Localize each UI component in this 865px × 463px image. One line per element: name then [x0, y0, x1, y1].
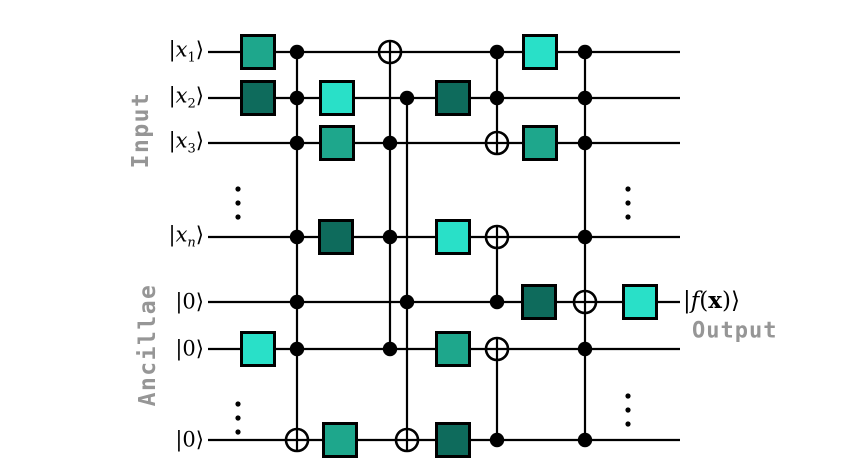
control-dot-icon	[577, 341, 593, 357]
gate-box-x3-337	[319, 125, 355, 161]
ellipsis-dot	[625, 421, 631, 427]
gate-box-a0-539	[521, 284, 557, 320]
qubit-label-x1: |x1⟩	[168, 37, 204, 66]
control-dot-icon	[489, 432, 505, 448]
control-dot-icon	[577, 135, 593, 151]
gate-box-xn-453	[435, 219, 471, 255]
gate-box-x1-540	[522, 34, 558, 70]
ellipsis-dot	[235, 415, 241, 421]
gate-box-a2-453	[435, 422, 471, 458]
control-dot-icon	[577, 229, 593, 245]
ellipsis-dot	[625, 393, 631, 399]
gate-box-xn-336	[318, 219, 354, 255]
control-dot-icon	[489, 294, 505, 310]
open-paren: (	[699, 287, 709, 314]
control-dot-icon	[289, 229, 305, 245]
function-arg: x	[708, 286, 722, 314]
gate-box-a1-453	[435, 331, 471, 367]
close-paren: )	[721, 287, 731, 314]
gate-box-x2-453	[435, 80, 471, 116]
control-dot-icon	[489, 44, 505, 60]
control-dot-icon	[289, 135, 305, 151]
qubit-label-a2: |0⟩	[175, 427, 204, 452]
control-dot-icon	[577, 44, 593, 60]
ellipsis-dot	[625, 407, 631, 413]
control-dot-icon	[382, 229, 398, 245]
output-state-label: |f(x)⟩	[683, 287, 740, 314]
gate-box-x3-540	[522, 125, 558, 161]
ellipsis-dot	[235, 429, 241, 435]
ellipsis-dot	[625, 186, 631, 192]
output-group-label: Output	[692, 318, 778, 344]
gate-box-x1-258	[240, 34, 276, 70]
control-dot-icon	[289, 90, 305, 106]
ellipsis-dot	[235, 214, 241, 220]
control-dot-icon	[289, 44, 305, 60]
control-dot-icon	[577, 90, 593, 106]
control-dot-icon	[577, 432, 593, 448]
qubit-label-xn: |xn⟩	[168, 222, 204, 251]
control-dot-icon	[382, 341, 398, 357]
ellipsis-dot	[235, 200, 241, 206]
gate-box-a1-258	[240, 331, 276, 367]
ellipsis-dot	[235, 186, 241, 192]
qubit-label-a0: |0⟩	[175, 289, 204, 314]
ellipsis-dot	[625, 214, 631, 220]
control-dot-icon	[489, 90, 505, 106]
control-dot-icon	[382, 135, 398, 151]
control-dot-icon	[399, 294, 415, 310]
gate-box-a2-340	[322, 422, 358, 458]
ket-angle: ⟩	[730, 287, 740, 314]
ket-bar: |	[683, 287, 691, 314]
gate-box-x2-337	[319, 80, 355, 116]
ellipsis-dot	[235, 401, 241, 407]
qubit-label-x3: |x3⟩	[168, 128, 204, 157]
function-symbol: f	[690, 287, 700, 314]
gate-box-a0-640	[622, 284, 658, 320]
control-dot-icon	[399, 90, 415, 106]
gate-box-x2-258	[240, 80, 276, 116]
ellipsis-dot	[625, 200, 631, 206]
qubit-label-x2: |x2⟩	[168, 83, 204, 112]
control-dot-icon	[289, 294, 305, 310]
qubit-label-a1: |0⟩	[175, 336, 204, 361]
control-dot-icon	[289, 341, 305, 357]
